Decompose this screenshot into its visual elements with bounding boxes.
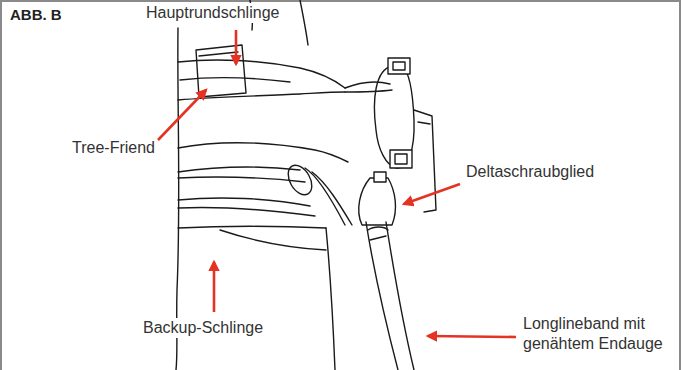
leader-arrow (213, 262, 216, 312)
backup-sling (220, 230, 326, 250)
backup-sling (305, 168, 345, 225)
delta-link (359, 178, 396, 225)
backup-sling (178, 207, 315, 216)
leader-arrow (235, 30, 238, 64)
trunk-edge (326, 228, 335, 370)
figure-title: ABB. B (8, 5, 64, 25)
leader-arrow (428, 336, 516, 337)
part-label: Deltaschraubglied (464, 162, 596, 182)
leader-arrow (404, 184, 460, 204)
trunk-top (300, 0, 308, 45)
strap-end (418, 122, 430, 124)
tree-friend (196, 45, 246, 97)
tree-and-slings (176, 0, 436, 370)
sewn-eye (368, 227, 388, 230)
delta-link (374, 172, 386, 182)
buckle (393, 62, 405, 70)
tree-friend (199, 52, 238, 56)
leader-arrows (158, 30, 516, 337)
main-sling (180, 78, 290, 82)
sling-ring (283, 161, 316, 199)
part-label: Backup-Schlinge (141, 318, 265, 338)
part-label: Tree-Friend (70, 138, 157, 158)
backup-sling (178, 227, 326, 229)
longline-strap (366, 222, 398, 370)
buckle (395, 154, 407, 164)
leader-arrow (158, 90, 206, 140)
main-sling (345, 82, 390, 88)
backup-sling (312, 172, 352, 225)
backup-sling (178, 177, 305, 182)
main-sling (178, 60, 345, 88)
part-label: Longlineband mit genähtem Endauge (521, 314, 670, 354)
sewn-eye (370, 236, 386, 240)
carabiner (374, 66, 414, 168)
backup-sling (178, 143, 348, 162)
buckle (390, 150, 412, 168)
backup-sling (178, 198, 310, 206)
part-label: Hauptrundschlinge (144, 3, 281, 23)
longline-strap (386, 222, 414, 370)
main-sling (345, 90, 392, 92)
backup-sling (178, 167, 300, 172)
buckle (388, 58, 410, 74)
